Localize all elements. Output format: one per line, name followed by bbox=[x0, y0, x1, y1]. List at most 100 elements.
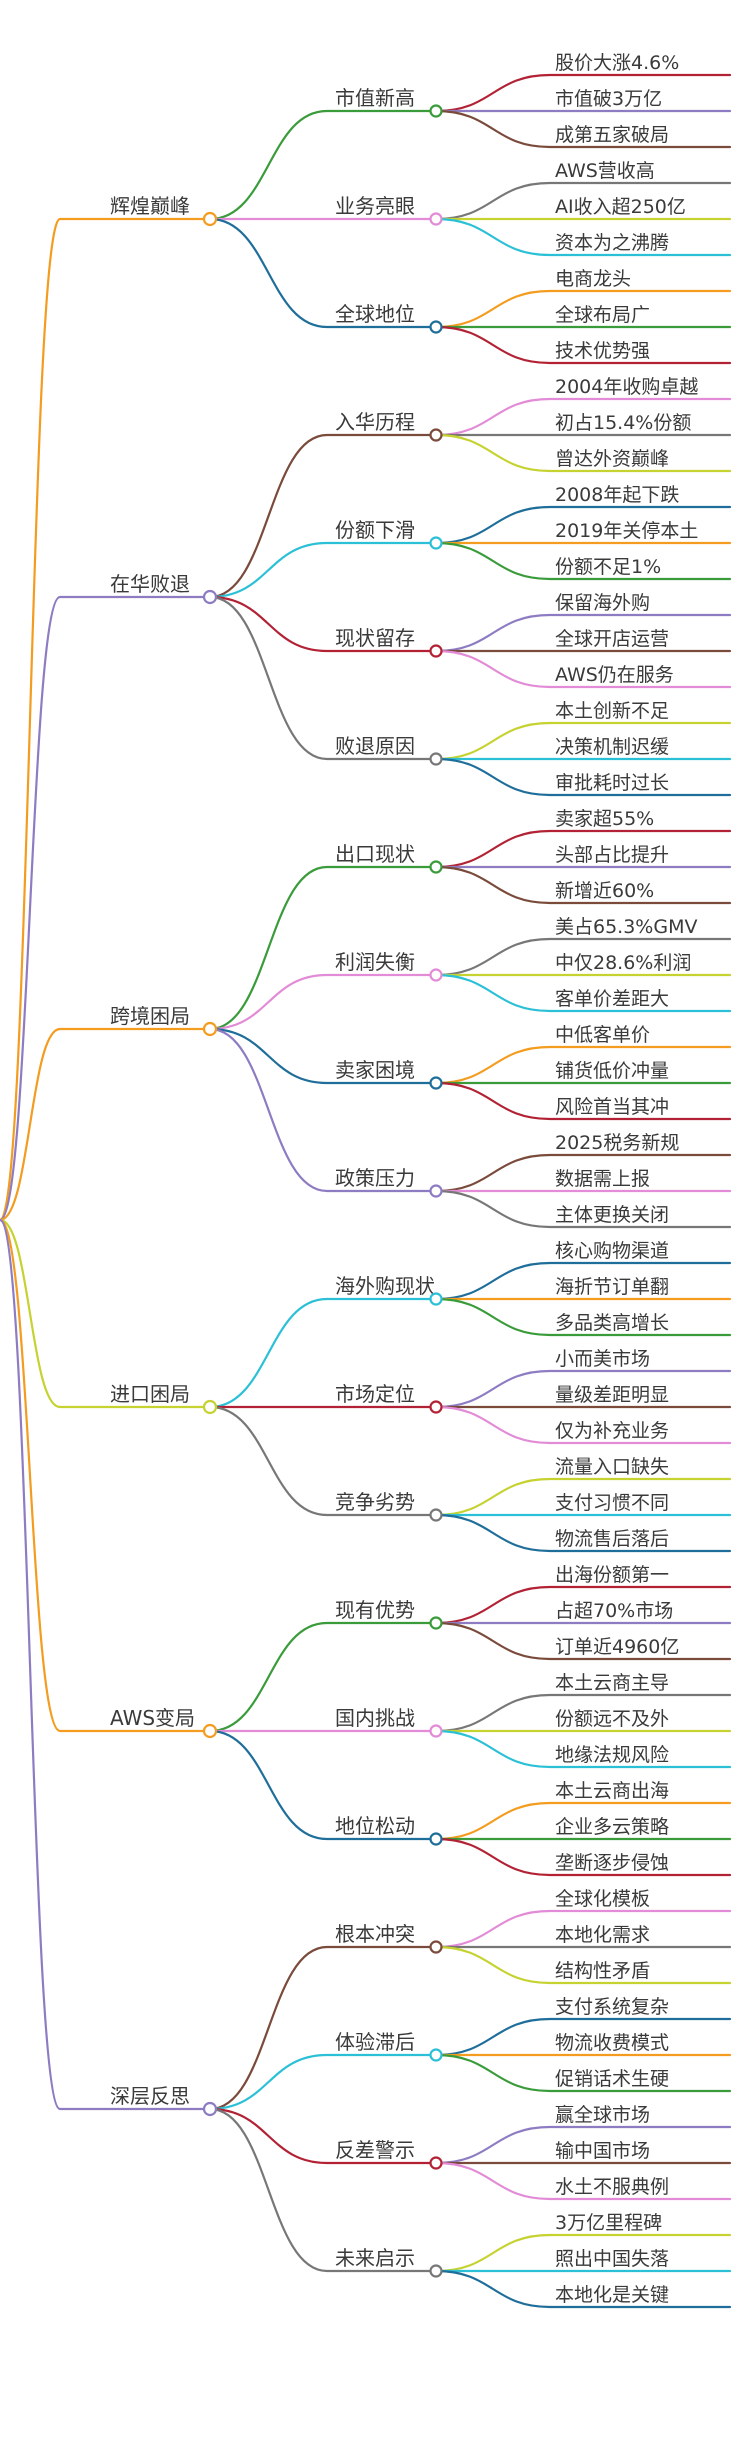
leaf-node-label: 2025税务新规 bbox=[555, 1132, 679, 1154]
leaf-node-label: 出海份额第一 bbox=[555, 1564, 669, 1586]
branch-node-dot bbox=[202, 589, 218, 605]
subtopic-connector bbox=[208, 2107, 438, 2273]
subtopic-node-dot bbox=[429, 2048, 443, 2062]
leaf-node-label: 卖家超55% bbox=[555, 808, 654, 830]
leaf-connector bbox=[434, 1081, 732, 1121]
leaf-node-label: 曾达外资巅峰 bbox=[555, 448, 669, 470]
leaf-node-label: 铺货低价冲量 bbox=[555, 1060, 669, 1082]
leaf-connector bbox=[434, 829, 732, 869]
leaf-node-label: 促销话术生硬 bbox=[555, 2068, 669, 2090]
leaf-node-label: 小而美市场 bbox=[555, 1348, 650, 1370]
leaf-node-label: 技术优势强 bbox=[555, 340, 650, 362]
branch-node-label: 跨境困局 bbox=[110, 1004, 190, 1028]
leaf-connector bbox=[434, 2269, 732, 2309]
subtopic-node-label: 全球地位 bbox=[335, 302, 415, 326]
labels-layer: 股价大涨4.6%市值破3万亿成第五家破局市值新高AWS营收高AI收入超250亿资… bbox=[110, 52, 698, 2306]
leaf-node-label: 本土云商出海 bbox=[555, 1780, 669, 1802]
leaf-node-label: 物流收费模式 bbox=[555, 2032, 669, 2054]
leaf-node-label: 全球开店运营 bbox=[555, 628, 669, 650]
leaf-connector bbox=[434, 2125, 732, 2165]
subtopic-connector bbox=[208, 217, 438, 329]
subtopic-connector bbox=[208, 595, 438, 653]
subtopic-node-label: 体验滞后 bbox=[335, 2030, 415, 2054]
leaf-connector bbox=[434, 1693, 732, 1733]
subtopic-node-dot bbox=[429, 2264, 443, 2278]
leaf-node-label: 订单近4960亿 bbox=[555, 1636, 679, 1658]
subtopic-node-dot bbox=[429, 1724, 443, 1738]
leaf-connector bbox=[434, 2161, 732, 2201]
subtopic-node-label: 利润失衡 bbox=[335, 950, 415, 974]
leaf-connector bbox=[434, 1909, 732, 1949]
leaf-connector bbox=[434, 1585, 732, 1625]
leaf-connector bbox=[434, 937, 732, 977]
subtopic-connector bbox=[208, 595, 438, 761]
leaf-node-label: AI收入超250亿 bbox=[555, 196, 686, 218]
leaf-connector bbox=[434, 289, 732, 329]
leaf-node-label: AWS仍在服务 bbox=[555, 664, 674, 686]
subtopic-connector bbox=[208, 433, 438, 599]
leaf-connector bbox=[434, 1801, 732, 1841]
leaf-connector bbox=[434, 1297, 732, 1337]
subtopic-connector bbox=[208, 541, 438, 599]
leaf-node-label: 垄断逐步侵蚀 bbox=[555, 1852, 669, 1874]
subtopic-node-dot bbox=[429, 860, 443, 874]
leaf-node-label: 中低客单价 bbox=[555, 1024, 650, 1046]
subtopic-node-label: 反差警示 bbox=[335, 2138, 415, 2162]
branch-node-label: 进口困局 bbox=[110, 1382, 190, 1406]
leaf-node-label: 头部占比提升 bbox=[555, 844, 669, 866]
leaf-node-label: 风险首当其冲 bbox=[555, 1096, 669, 1118]
leaf-node-label: 量级差距明显 bbox=[555, 1384, 669, 1406]
branch-node-dot bbox=[202, 1399, 218, 1415]
leaf-node-label: 流量入口缺失 bbox=[555, 1456, 669, 1478]
subtopic-connector bbox=[208, 1027, 438, 1085]
leaf-node-label: AWS营收高 bbox=[555, 160, 655, 182]
leaf-node-label: 资本为之沸腾 bbox=[555, 232, 669, 254]
subtopic-node-label: 现状留存 bbox=[335, 626, 415, 650]
branch-connector bbox=[0, 217, 212, 1222]
leaf-connector bbox=[434, 1261, 732, 1301]
leaf-node-label: 美占65.3%GMV bbox=[555, 916, 697, 938]
leaf-node-label: 全球布局广 bbox=[555, 304, 650, 326]
leaf-node-label: 仅为补充业务 bbox=[555, 1420, 669, 1442]
subtopic-node-dot bbox=[429, 1400, 443, 1414]
subtopic-node-label: 败退原因 bbox=[335, 734, 415, 758]
branch-connector bbox=[0, 595, 212, 1222]
leaf-node-label: 2004年收购卓越 bbox=[555, 376, 698, 398]
subtopic-connector bbox=[208, 1945, 438, 2111]
branch-node-dot bbox=[202, 1021, 218, 1037]
leaf-node-label: 水土不服典例 bbox=[555, 2176, 669, 2198]
leaf-node-label: 数据需上报 bbox=[555, 1168, 650, 1190]
leaf-connector bbox=[434, 2233, 732, 2273]
branch-node-label: AWS变局 bbox=[110, 1706, 195, 1730]
subtopic-connector bbox=[208, 2107, 438, 2165]
leaf-connector bbox=[434, 181, 732, 221]
leaf-connector bbox=[434, 505, 732, 545]
leaf-node-label: 市值破3万亿 bbox=[555, 88, 662, 110]
leaf-node-label: 3万亿里程碑 bbox=[555, 2212, 662, 2234]
leaf-node-label: 保留海外购 bbox=[555, 592, 650, 614]
leaf-node-label: 审批耗时过长 bbox=[555, 772, 669, 794]
nodes-layer bbox=[202, 104, 443, 2278]
leaf-connector bbox=[434, 1369, 732, 1409]
leaf-connector bbox=[434, 1189, 732, 1229]
subtopic-node-label: 未来启示 bbox=[335, 2246, 415, 2270]
subtopic-node-dot bbox=[429, 644, 443, 658]
leaf-connector bbox=[434, 1837, 732, 1877]
leaf-connector bbox=[434, 1621, 732, 1661]
leaf-node-label: 支付习惯不同 bbox=[555, 1492, 669, 1514]
leaf-node-label: 核心购物渠道 bbox=[555, 1240, 669, 1262]
leaf-connector bbox=[434, 613, 732, 653]
subtopic-node-label: 根本冲突 bbox=[335, 1922, 415, 1946]
subtopic-node-label: 份额下滑 bbox=[335, 518, 415, 542]
subtopic-node-dot bbox=[429, 1832, 443, 1846]
subtopic-node-dot bbox=[429, 1940, 443, 1954]
leaf-node-label: 中仅28.6%利润 bbox=[555, 952, 691, 974]
leaf-connector bbox=[434, 325, 732, 365]
leaf-connector bbox=[434, 1945, 732, 1985]
subtopic-node-dot bbox=[429, 1616, 443, 1630]
leaf-connector bbox=[434, 433, 732, 473]
subtopic-node-label: 海外购现状 bbox=[335, 1274, 435, 1298]
subtopic-node-dot bbox=[429, 1508, 443, 1522]
subtopic-connector bbox=[208, 1297, 438, 1409]
